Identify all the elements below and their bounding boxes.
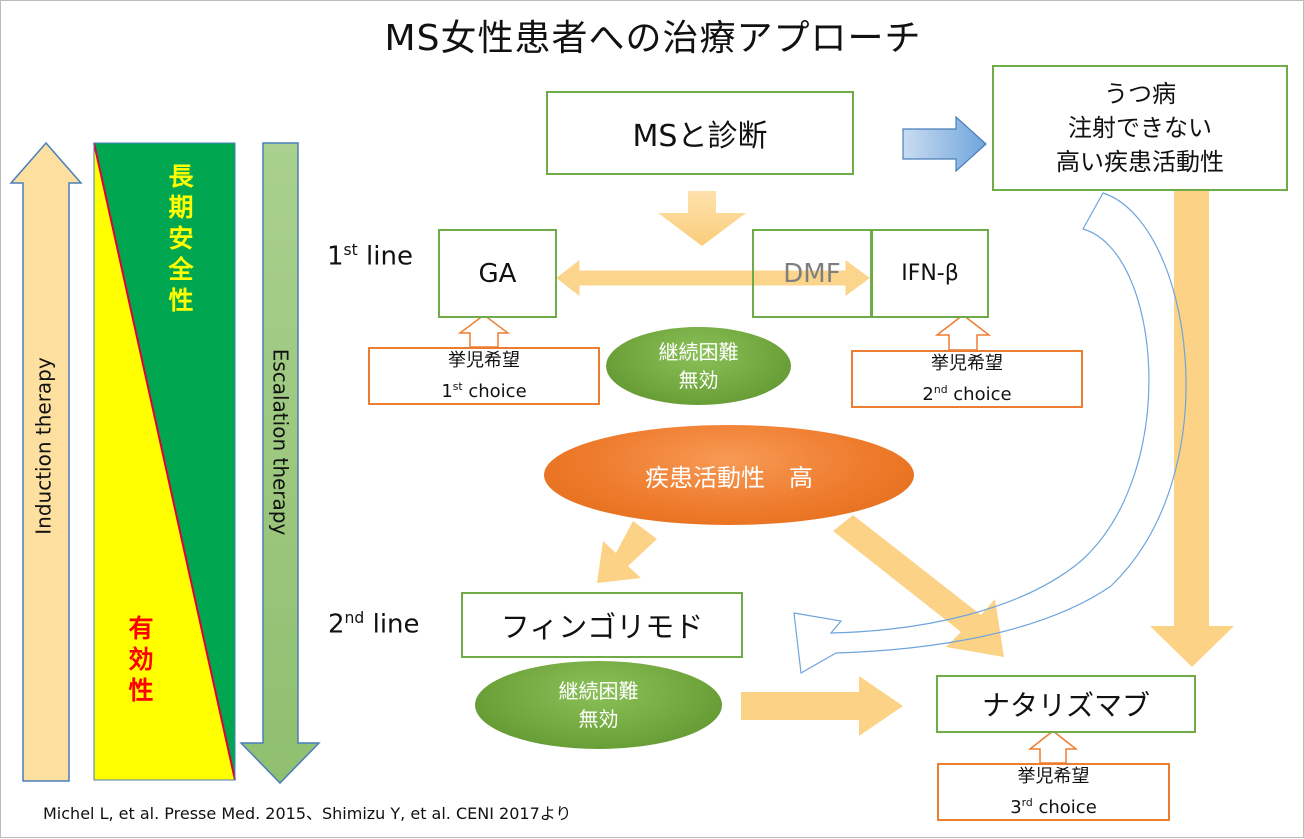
page-title: MS女性患者への治療アプローチ [384, 18, 922, 59]
depression-box: うつ病 注射できない 高い疾患活動性 [992, 65, 1288, 191]
pregnancy-wish-box-2: 挙児希望 2nd choice [851, 350, 1083, 408]
ifn-beta-box: IFN-β [871, 229, 989, 318]
efficacy-char-2: 性 [128, 676, 154, 705]
efficacy-label: 有効性 [121, 613, 161, 706]
escalation-arrow [239, 142, 321, 785]
fingolimod-to-natalizumab-arrow [741, 676, 903, 736]
second-choice-label: 2nd choice [922, 382, 1012, 405]
pregnancy-wish-label-3: 挙児希望 [1017, 765, 1090, 787]
fingolimod-box: フィンゴリモド [461, 592, 743, 658]
pregnancy-wish-box-3: 挙児希望 3rd choice [937, 763, 1170, 821]
discontinuation-ellipse-1: 継続困難 無効 [606, 327, 791, 405]
natalizumab-box: ナタリズマブ [936, 675, 1196, 733]
induction-arrow [9, 141, 83, 782]
discontinuation-ellipse-2: 継続困難 無効 [475, 661, 722, 749]
high-activity-ellipse: 疾患活動性 高 [544, 425, 914, 525]
depression-to-natalizumab-arrow [1150, 191, 1234, 667]
diagnosis-box: MSと診断 [546, 91, 854, 175]
induction-therapy-label: Induction therapy [31, 357, 56, 535]
ga-box: GA [438, 229, 557, 318]
first-line-label: 1st line [327, 241, 413, 272]
blue-curved-arrow [793, 192, 1187, 674]
ga-dmf-double-arrow [556, 259, 870, 297]
depression-line-2: 注射できない [1068, 114, 1212, 142]
dmf-box: DMF [752, 229, 872, 318]
pregnancy-wish-label-1: 挙児希望 [448, 349, 520, 371]
pregnancy-wish-label-2: 挙児希望 [931, 352, 1003, 374]
activity-to-natalizumab-arrow [833, 515, 1004, 657]
blue-right-arrow [902, 115, 987, 173]
long-term-safety-label: 長期安全性 [161, 161, 201, 316]
long-term-safety-char-2: 安 [168, 224, 194, 253]
depression-line-1: うつ病 [1104, 80, 1176, 108]
long-term-safety-char-3: 全 [168, 255, 194, 284]
escalation-therapy-label: Escalation therapy [268, 348, 292, 536]
second-line-label: 2nd line [328, 609, 420, 640]
diagnosis-down-arrow [658, 191, 746, 246]
citation: Michel L, et al. Presse Med. 2015、Shimiz… [43, 804, 572, 823]
first-choice-label: 1st choice [441, 379, 527, 402]
pregnancy-up-arrow-1 [457, 314, 511, 348]
long-term-safety-char-4: 性 [168, 286, 194, 315]
long-term-safety-char-1: 期 [168, 193, 194, 222]
pregnancy-up-arrow-2 [934, 314, 992, 351]
pregnancy-up-arrow-3 [1027, 730, 1079, 764]
third-choice-label: 3rd choice [1010, 795, 1097, 818]
activity-to-fingolimod-arrow [597, 521, 657, 583]
pregnancy-wish-box-1: 挙児希望 1st choice [368, 347, 600, 405]
long-term-safety-char-0: 長 [168, 162, 194, 191]
depression-line-3: 高い疾患活動性 [1056, 148, 1224, 176]
efficacy-char-0: 有 [128, 614, 154, 643]
efficacy-char-1: 効 [128, 645, 154, 674]
